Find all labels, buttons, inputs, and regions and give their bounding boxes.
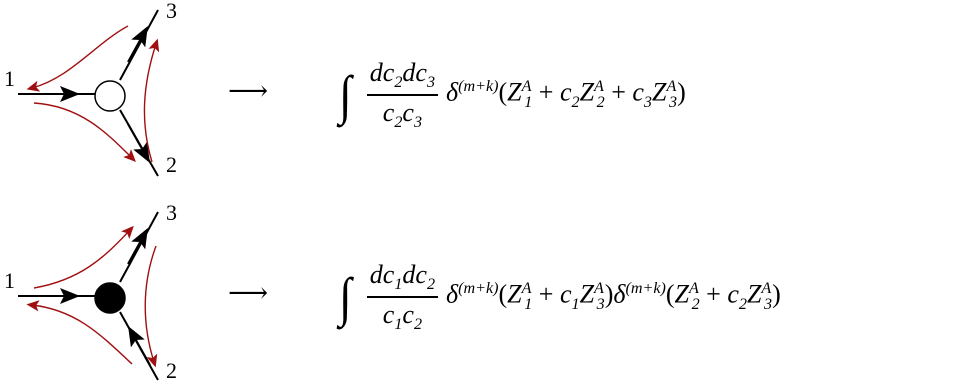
leg-3-arrow <box>127 25 148 63</box>
black-vertex <box>94 282 126 314</box>
fraction-numerator: dc2dc3 <box>369 57 436 91</box>
measure-fraction: dc2dc3 c2c3 <box>366 57 439 133</box>
leg-label-1: 1 <box>4 66 15 91</box>
fraction-denominator: c2c3 <box>382 97 423 131</box>
leg-3 <box>119 9 159 81</box>
diagram-row-white: 1 3 2 ⟶ ∫ dc2dc3 c2c3 δ(m+k)(ZA1 + c2ZA2… <box>0 0 972 185</box>
maps-to-arrow: ⟶ <box>228 74 269 107</box>
leg-label-2: 2 <box>166 152 177 177</box>
maps-to-arrow: ⟶ <box>228 276 269 309</box>
measure-fraction: dc1dc2 c1c2 <box>366 259 439 335</box>
white-vertex <box>94 80 126 112</box>
diagram-row-black: 1 3 2 ⟶ ∫ dc1dc2 c1c2 δ(m+k)(ZA1 + c1ZA3… <box>0 200 972 385</box>
delta-expression: δ(m+k)(ZA1 + c1ZA3)δ(m+k)(ZA2 + c2ZA3) <box>446 279 781 313</box>
fraction-bar <box>366 94 439 96</box>
flow-2-to-3 <box>143 38 160 163</box>
formula-white: ∫ dc2dc3 c2c3 δ(m+k)(ZA1 + c2ZA2 + c3ZA3… <box>338 50 686 140</box>
leg-3 <box>119 211 159 283</box>
leg-2-arrow <box>127 123 150 163</box>
leg-label-1: 1 <box>4 268 15 293</box>
formula-black: ∫ dc1dc2 c1c2 δ(m+k)(ZA1 + c1ZA3)δ(m+k)(… <box>338 252 781 342</box>
fraction-denominator: c1c2 <box>382 299 423 333</box>
flow-1-to-2 <box>33 102 136 162</box>
leg-3-arrow <box>127 227 148 265</box>
fraction-bar <box>366 296 439 298</box>
flow-1-to-3 <box>33 225 134 289</box>
integral-sign: ∫ <box>339 65 352 125</box>
black-vertex-diagram: 1 3 2 <box>4 200 177 383</box>
integral-sign: ∫ <box>339 267 352 327</box>
leg-label-3: 3 <box>166 0 177 23</box>
leg-label-3: 3 <box>166 200 177 225</box>
flow-2-to-1 <box>26 300 133 365</box>
fraction-numerator: dc1dc2 <box>369 259 436 293</box>
leg-label-2: 2 <box>166 358 177 383</box>
delta-expression: δ(m+k)(ZA1 + c2ZA2 + c3ZA3) <box>446 77 686 111</box>
flow-3-to-1 <box>26 25 129 92</box>
flow-3-to-2 <box>144 245 158 368</box>
white-vertex-diagram: 1 3 2 <box>4 0 177 177</box>
